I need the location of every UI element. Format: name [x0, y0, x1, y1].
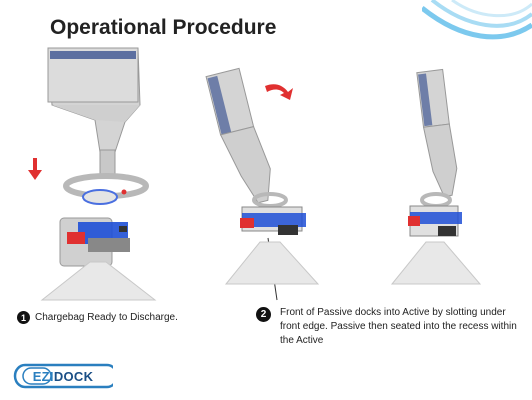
hopper-cone — [224, 241, 320, 285]
step-text: Front of Passive docks into Active by sl… — [280, 307, 517, 346]
step-number-badge: 2 — [256, 307, 271, 322]
down-arrow-icon — [28, 158, 42, 180]
step-1: 1 Chargebag Ready to Discharge. — [17, 311, 237, 325]
step-number-badge: 1 — [17, 311, 30, 324]
stage-1-illustration — [28, 47, 157, 301]
logo-text-ezi: EZI — [32, 368, 54, 384]
stage-3-illustration — [390, 68, 482, 285]
decorative-swoosh — [422, 0, 532, 40]
logo-text-dock: DOCK — [53, 368, 94, 384]
chargebag — [205, 67, 271, 204]
seated-coupling — [408, 192, 462, 237]
hopper-cone — [390, 241, 482, 285]
passive-coupling — [63, 173, 149, 205]
docking-mechanism — [240, 192, 306, 301]
hopper-cone — [40, 261, 157, 301]
step-text: Chargebag Ready to Discharge. — [35, 312, 178, 323]
rotate-arrow-icon — [265, 84, 293, 100]
chargebag — [47, 47, 141, 175]
chargebag — [416, 68, 458, 197]
step-2: 2 Front of Passive docks into Active by … — [256, 306, 524, 348]
active-unit — [59, 217, 130, 267]
slide-title: Operational Procedure — [50, 16, 277, 39]
stage-2-illustration — [205, 67, 320, 301]
